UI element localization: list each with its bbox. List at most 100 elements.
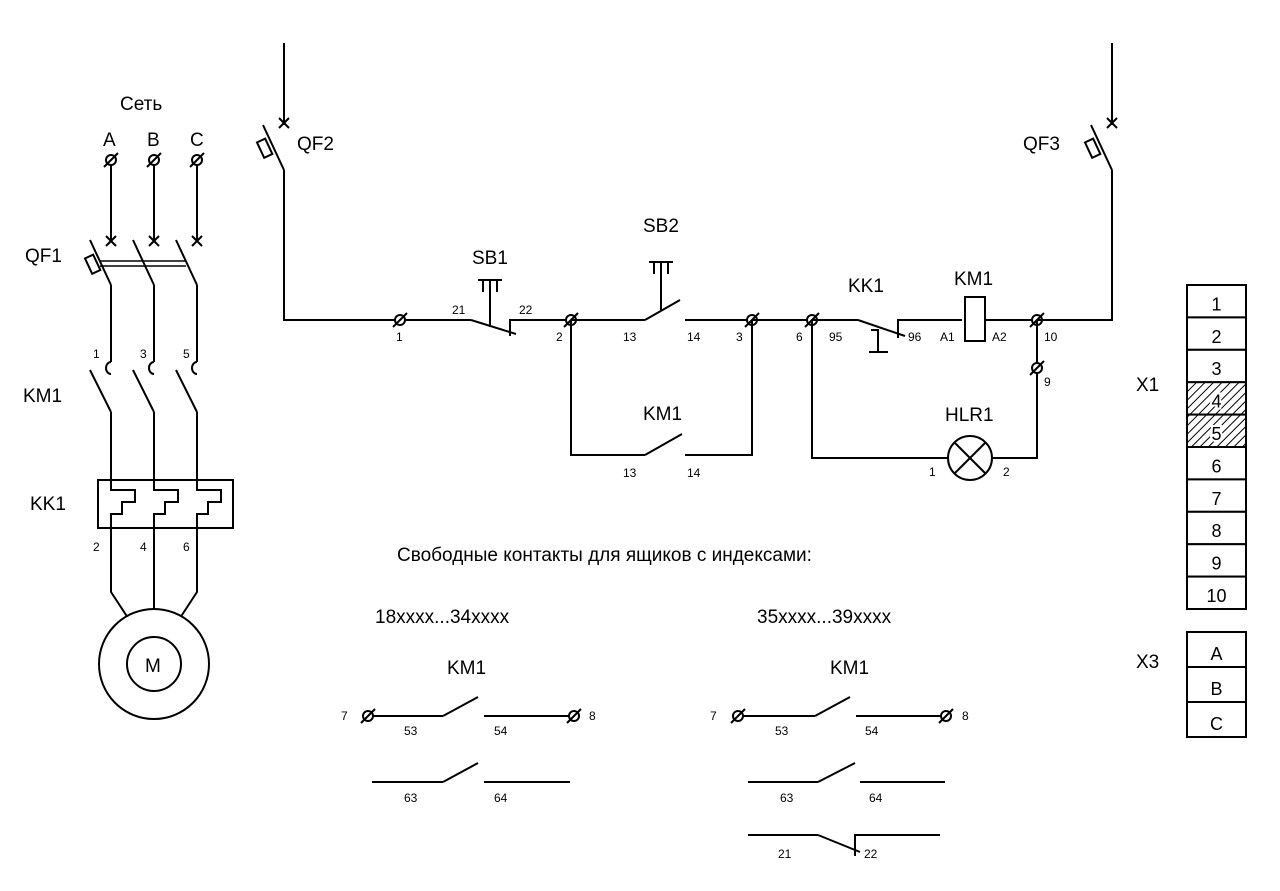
sb1-pin-21: 21 [452, 303, 466, 317]
right-terminal-8: 8 [962, 709, 969, 723]
left-range-label: 18xxxx...34xxxx [375, 607, 510, 628]
x3-cell-label-b: B [1210, 679, 1222, 699]
left-km1-label: KM1 [447, 658, 486, 679]
x1-label: X1 [1136, 375, 1159, 396]
x1-cell-7 [1186, 478, 1247, 513]
x1-cell-8 [1186, 510, 1247, 546]
km1-holding-pin-14: 14 [687, 466, 701, 480]
kk1-pin-4: 4 [140, 540, 147, 554]
x3-cell-label-a: A [1210, 644, 1222, 664]
x1-cell-label-7: 7 [1211, 489, 1221, 509]
right-terminal-8-node [938, 708, 954, 724]
kk1-pin-2: 2 [93, 540, 100, 554]
x1-cell-label-10: 10 [1206, 586, 1226, 606]
x1-cell-label-2: 2 [1211, 327, 1221, 347]
sb1-pin-22: 22 [519, 303, 533, 317]
lamp-pin-1: 1 [929, 465, 936, 479]
km1-pin-3: 3 [140, 347, 147, 361]
kk1-power-label: KK1 [30, 494, 66, 515]
terminal-node-1 [392, 312, 408, 328]
kk1-nc-contact [812, 319, 962, 353]
right-pin-22: 22 [864, 847, 878, 861]
free-contacts: Свободные контакты для ящиков с индексам… [341, 545, 969, 861]
x3-cell-label-c: C [1210, 714, 1223, 734]
left-pin-64: 64 [494, 791, 508, 805]
km1-holding-label: KM1 [643, 404, 682, 425]
free-contacts-heading: Свободные контакты для ящиков с индексам… [397, 545, 812, 566]
motor-inner-circle [126, 636, 182, 692]
km1-coil [964, 296, 986, 342]
node-3-label: 3 [736, 330, 743, 344]
terminal-node-9 [1029, 360, 1045, 376]
left-terminal-8: 8 [589, 709, 596, 723]
sb1-label: SB1 [472, 248, 508, 269]
lamp-pin-2: 2 [1003, 465, 1010, 479]
motor-label: M [145, 656, 161, 677]
x3-cell-c [1186, 701, 1247, 738]
kk1-pin-95: 95 [829, 330, 843, 344]
left-terminal-7: 7 [341, 709, 348, 723]
x1-cell-label-6: 6 [1211, 456, 1221, 476]
node-9-label: 9 [1044, 375, 1051, 389]
x3-cell-a [1186, 631, 1247, 668]
phase-a-label: A [103, 130, 116, 151]
right-pin-64: 64 [869, 791, 883, 805]
km1-pin-1: 1 [93, 347, 100, 361]
x1-cell-label-9: 9 [1211, 554, 1221, 574]
x1-cell-1 [1186, 284, 1247, 319]
right-terminal-7: 7 [710, 709, 717, 723]
km1-main-contacts [89, 361, 198, 413]
power-circuit: Сеть A B C QF1 1 3 5 [23, 94, 234, 720]
left-pin-63: 63 [404, 791, 418, 805]
x1-cell-10 [1186, 575, 1247, 610]
node-6-label: 6 [796, 330, 803, 344]
km1-power-label: KM1 [23, 386, 62, 407]
node-10-label: 10 [1044, 330, 1058, 344]
km1-coil-label: KM1 [954, 269, 993, 290]
right-pin-54: 54 [865, 724, 879, 738]
kk1-pin-96: 96 [908, 330, 922, 344]
left-terminal-8-node [566, 708, 582, 724]
coil-pin-a1: A1 [940, 330, 955, 344]
node-1-label: 1 [396, 330, 403, 344]
km1-holding-pin-13: 13 [623, 466, 637, 480]
left-terminal-7-node [360, 708, 376, 724]
x3-label: X3 [1136, 652, 1159, 673]
qf1-breaker [83, 239, 198, 286]
sb2-pin-14: 14 [687, 330, 701, 344]
x1-cell-label-8: 8 [1211, 521, 1221, 541]
hlr1-label: HLR1 [945, 405, 994, 426]
control-circuit: QF2 1 SB1 21 22 2 SB2 [255, 43, 1118, 481]
right-pin-63: 63 [780, 791, 794, 805]
phase-terminal-b [146, 152, 162, 168]
hlr1-lamp [947, 435, 993, 481]
x1-cell-3 [1186, 348, 1247, 384]
kk1-heaters [110, 480, 222, 528]
x1-cell-label-1: 1 [1211, 294, 1221, 314]
node-2-label: 2 [556, 330, 563, 344]
qf3-label: QF3 [1023, 134, 1060, 155]
x3-cell-b [1186, 666, 1247, 703]
sb2-pin-13: 13 [623, 330, 637, 344]
x1-cell-2 [1186, 316, 1247, 351]
qf2-label: QF2 [297, 134, 334, 155]
x3-terminal-strip: ABC [1186, 631, 1247, 738]
x1-cell-label-4: 4 [1211, 392, 1221, 412]
sb2-pushbutton [571, 261, 752, 321]
qf1-label: QF1 [25, 246, 62, 267]
kk1-contact-label: KK1 [848, 276, 884, 297]
phase-terminal-a [103, 152, 119, 168]
right-km1-label: KM1 [830, 658, 869, 679]
phase-terminal-c [189, 152, 205, 168]
right-range-label: 35xxxx...39xxxx [757, 607, 892, 628]
phase-b-label: B [147, 130, 160, 151]
left-pin-54: 54 [494, 724, 508, 738]
qf1-x-marks [105, 235, 203, 247]
kk1-pin-6: 6 [183, 540, 190, 554]
sb1-pushbutton [470, 279, 573, 336]
x1-cell-6 [1186, 446, 1247, 481]
phase-c-label: C [190, 130, 204, 151]
